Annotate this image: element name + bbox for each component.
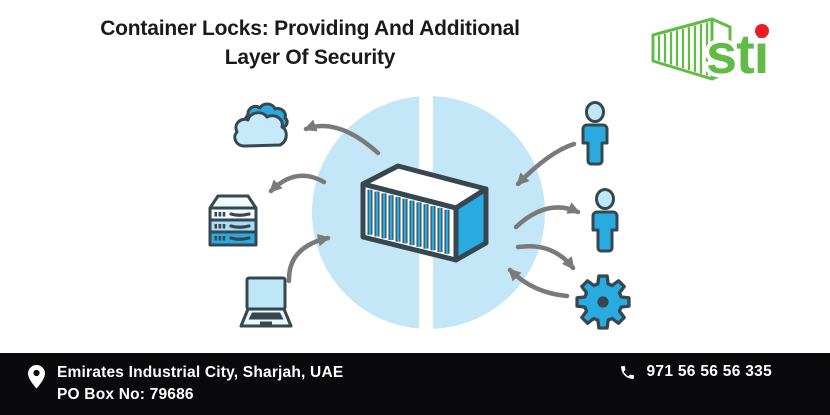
footer-address-line2: PO Box No: 79686 bbox=[57, 386, 194, 403]
company-logo: sti bbox=[651, 17, 773, 89]
cloud-icon bbox=[233, 102, 289, 148]
logo-red-dot bbox=[755, 24, 769, 38]
person-icon bbox=[591, 188, 619, 253]
laptop-icon bbox=[239, 276, 293, 328]
footer-address-line1: Emirates Industrial City, Sharjah, UAE bbox=[57, 364, 344, 381]
person-icon bbox=[581, 101, 609, 166]
gear-icon bbox=[575, 274, 631, 330]
footer-bar: Emirates Industrial City, Sharjah, UAE P… bbox=[0, 353, 830, 415]
footer-phone-block: 971 56 56 56 335 bbox=[619, 363, 772, 381]
phone-icon bbox=[620, 365, 634, 379]
page-title-line2: Layer Of Security bbox=[224, 46, 396, 69]
footer-phone-number: 971 56 56 56 335 bbox=[646, 363, 772, 380]
footer-address-block: Emirates Industrial City, Sharjah, UAE P… bbox=[28, 362, 343, 406]
page-title: Container Locks: Providing And Additiona… bbox=[50, 14, 570, 72]
shipping-container-icon bbox=[360, 163, 489, 263]
page-title-line1: Container Locks: Providing And Additiona… bbox=[100, 17, 520, 40]
location-pin-icon bbox=[28, 365, 45, 389]
server-icon bbox=[208, 194, 258, 247]
container-outline-icon bbox=[651, 17, 732, 81]
